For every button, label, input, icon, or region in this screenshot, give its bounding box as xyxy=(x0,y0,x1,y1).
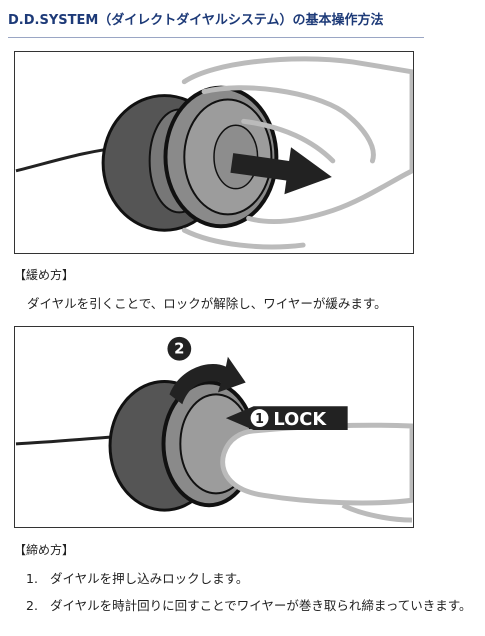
list-item: 2. ダイヤルを時計回りに回すことでワイヤーが巻き取られ締まっていきます。 xyxy=(26,595,472,614)
loosen-illustration xyxy=(15,56,413,250)
lock-label: LOCK xyxy=(273,409,327,430)
step-text: ダイヤルを時計回りに回すことでワイヤーが巻き取られ締まっていきます。 xyxy=(50,598,472,613)
hand-outline xyxy=(181,56,413,250)
tighten-heading: 【締め方】 xyxy=(14,543,75,557)
loosen-heading: 【緩め方】 xyxy=(14,268,75,282)
step-2-badge xyxy=(167,336,192,361)
figure-tighten: 2 1 LOCK xyxy=(14,326,414,528)
page-title: D.D.SYSTEM（ダイレクトダイヤルシステム）の基本操作方法 xyxy=(8,13,384,28)
step-text: ダイヤルを押し込みロックします。 xyxy=(50,571,249,586)
figure-loosen xyxy=(14,51,414,254)
step-2-label: 2 xyxy=(174,340,184,358)
step-number: 1. xyxy=(26,571,38,586)
step-number: 2. xyxy=(26,598,38,613)
rotate-arrow-icon xyxy=(169,356,246,405)
step-1-label: 1 xyxy=(255,412,264,427)
finger xyxy=(220,422,413,506)
pull-arrow-icon xyxy=(230,147,332,195)
list-item: 1. ダイヤルを押し込みロックします。 xyxy=(26,568,248,587)
loosen-description: ダイヤルを引くことで、ロックが解除し、ワイヤーが緩みます。 xyxy=(27,296,387,311)
tighten-illustration: 2 1 LOCK xyxy=(15,336,413,523)
title-divider xyxy=(8,37,424,38)
